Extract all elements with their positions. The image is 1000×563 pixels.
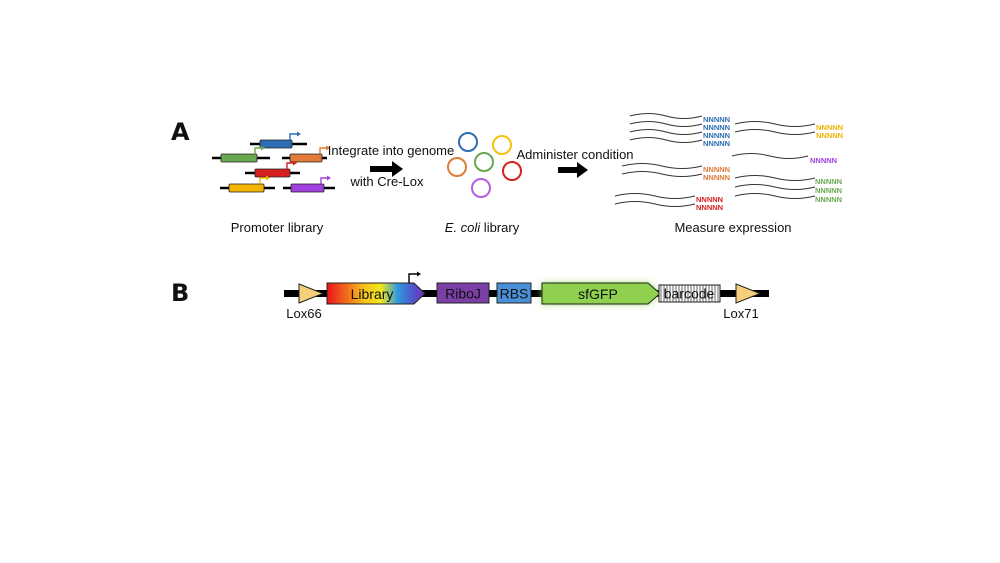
plasmid-circle-yellow [492, 135, 512, 155]
barcode-nnnnn: NNNNN [703, 115, 730, 124]
plasmid-circle-orange [447, 157, 467, 177]
plasmid-circle-red [502, 161, 522, 181]
barcode-nnnnn: NNNNN [815, 195, 842, 204]
read-group-green: NNNNN NNNNN NNNNN [734, 175, 842, 204]
barcode-nnnnn: NNNNN [703, 165, 730, 174]
promoter-construct-purple [283, 175, 335, 193]
rbs-part [496, 282, 532, 304]
barcode-label: barcode [664, 286, 715, 302]
sequencing-reads: NNNNN NNNNN NNNNN NNNNN NNNNN NNNNN NNNN… [614, 113, 843, 212]
barcode-nnnnn: NNNNN [696, 195, 723, 204]
barcode-nnnnn: NNNNN [703, 123, 730, 132]
read-group-orange: NNNNN NNNNN [621, 163, 730, 182]
lox71-label: Lox71 [723, 306, 758, 321]
barcode-nnnnn: NNNNN [703, 131, 730, 140]
integrate-label-line1: Integrate into genome [328, 143, 454, 158]
rbs-label: RBS [500, 286, 529, 302]
riboj-part [436, 282, 490, 304]
read-group-yellow: NNNNN NNNNN [734, 121, 843, 140]
panel-a-label: A [171, 118, 190, 146]
ecoli-library-caption: E. coli library [445, 220, 520, 235]
administer-condition-label: Administer condition [516, 147, 633, 162]
sfgfp-label: sfGFP [578, 286, 618, 302]
ecoli-library-circles [447, 132, 522, 198]
lox71-site [735, 283, 762, 304]
library-part [326, 282, 426, 305]
barcode-nnnnn: NNNNN [815, 177, 842, 186]
barcode-part [658, 284, 721, 303]
barcode-nnnnn: NNNNN [810, 156, 837, 165]
promoter-construct-green [212, 145, 270, 163]
plasmid-circle-green [474, 152, 494, 172]
plasmid-circle-purple [471, 178, 491, 198]
barcode-nnnnn: NNNNN [696, 203, 723, 212]
barcode-nnnnn: NNNNN [816, 131, 843, 140]
plasmid-circle-blue [458, 132, 478, 152]
promoter-construct-yellow [220, 175, 275, 193]
barcode-nnnnn: NNNNN [703, 173, 730, 182]
riboj-label: RiboJ [445, 286, 481, 302]
promoter-library [212, 131, 335, 193]
read-group-red: NNNNN NNNNN [614, 193, 723, 212]
sfgfp-part [541, 282, 661, 305]
promoter-construct-red [245, 160, 300, 178]
panel-b-label: B [171, 279, 189, 307]
measure-expression-caption: Measure expression [674, 220, 791, 235]
promoter-construct-blue [250, 131, 307, 149]
barcode-nnnnn: NNNNN [816, 123, 843, 132]
lox66-label: Lox66 [286, 306, 321, 321]
promoter-construct-orange [282, 145, 330, 163]
administer-arrow [558, 162, 588, 178]
promoter-library-caption: Promoter library [231, 220, 324, 235]
integrate-label-line2: with Cre-Lox [350, 174, 424, 189]
read-group-purple: NNNNN [731, 153, 837, 165]
integrate-arrow [370, 161, 403, 177]
promoter-arrow-icon [408, 273, 418, 283]
lox66-site [298, 283, 325, 304]
barcode-nnnnn: NNNNN [815, 186, 842, 195]
barcode-nnnnn: NNNNN [703, 139, 730, 148]
genetic-construct: Lox66 Library RiboJ RBS sfGFP barcode Lo… [284, 271, 769, 321]
read-group-blue: NNNNN NNNNN NNNNN NNNNN [629, 113, 730, 148]
library-label: Library [351, 286, 394, 302]
